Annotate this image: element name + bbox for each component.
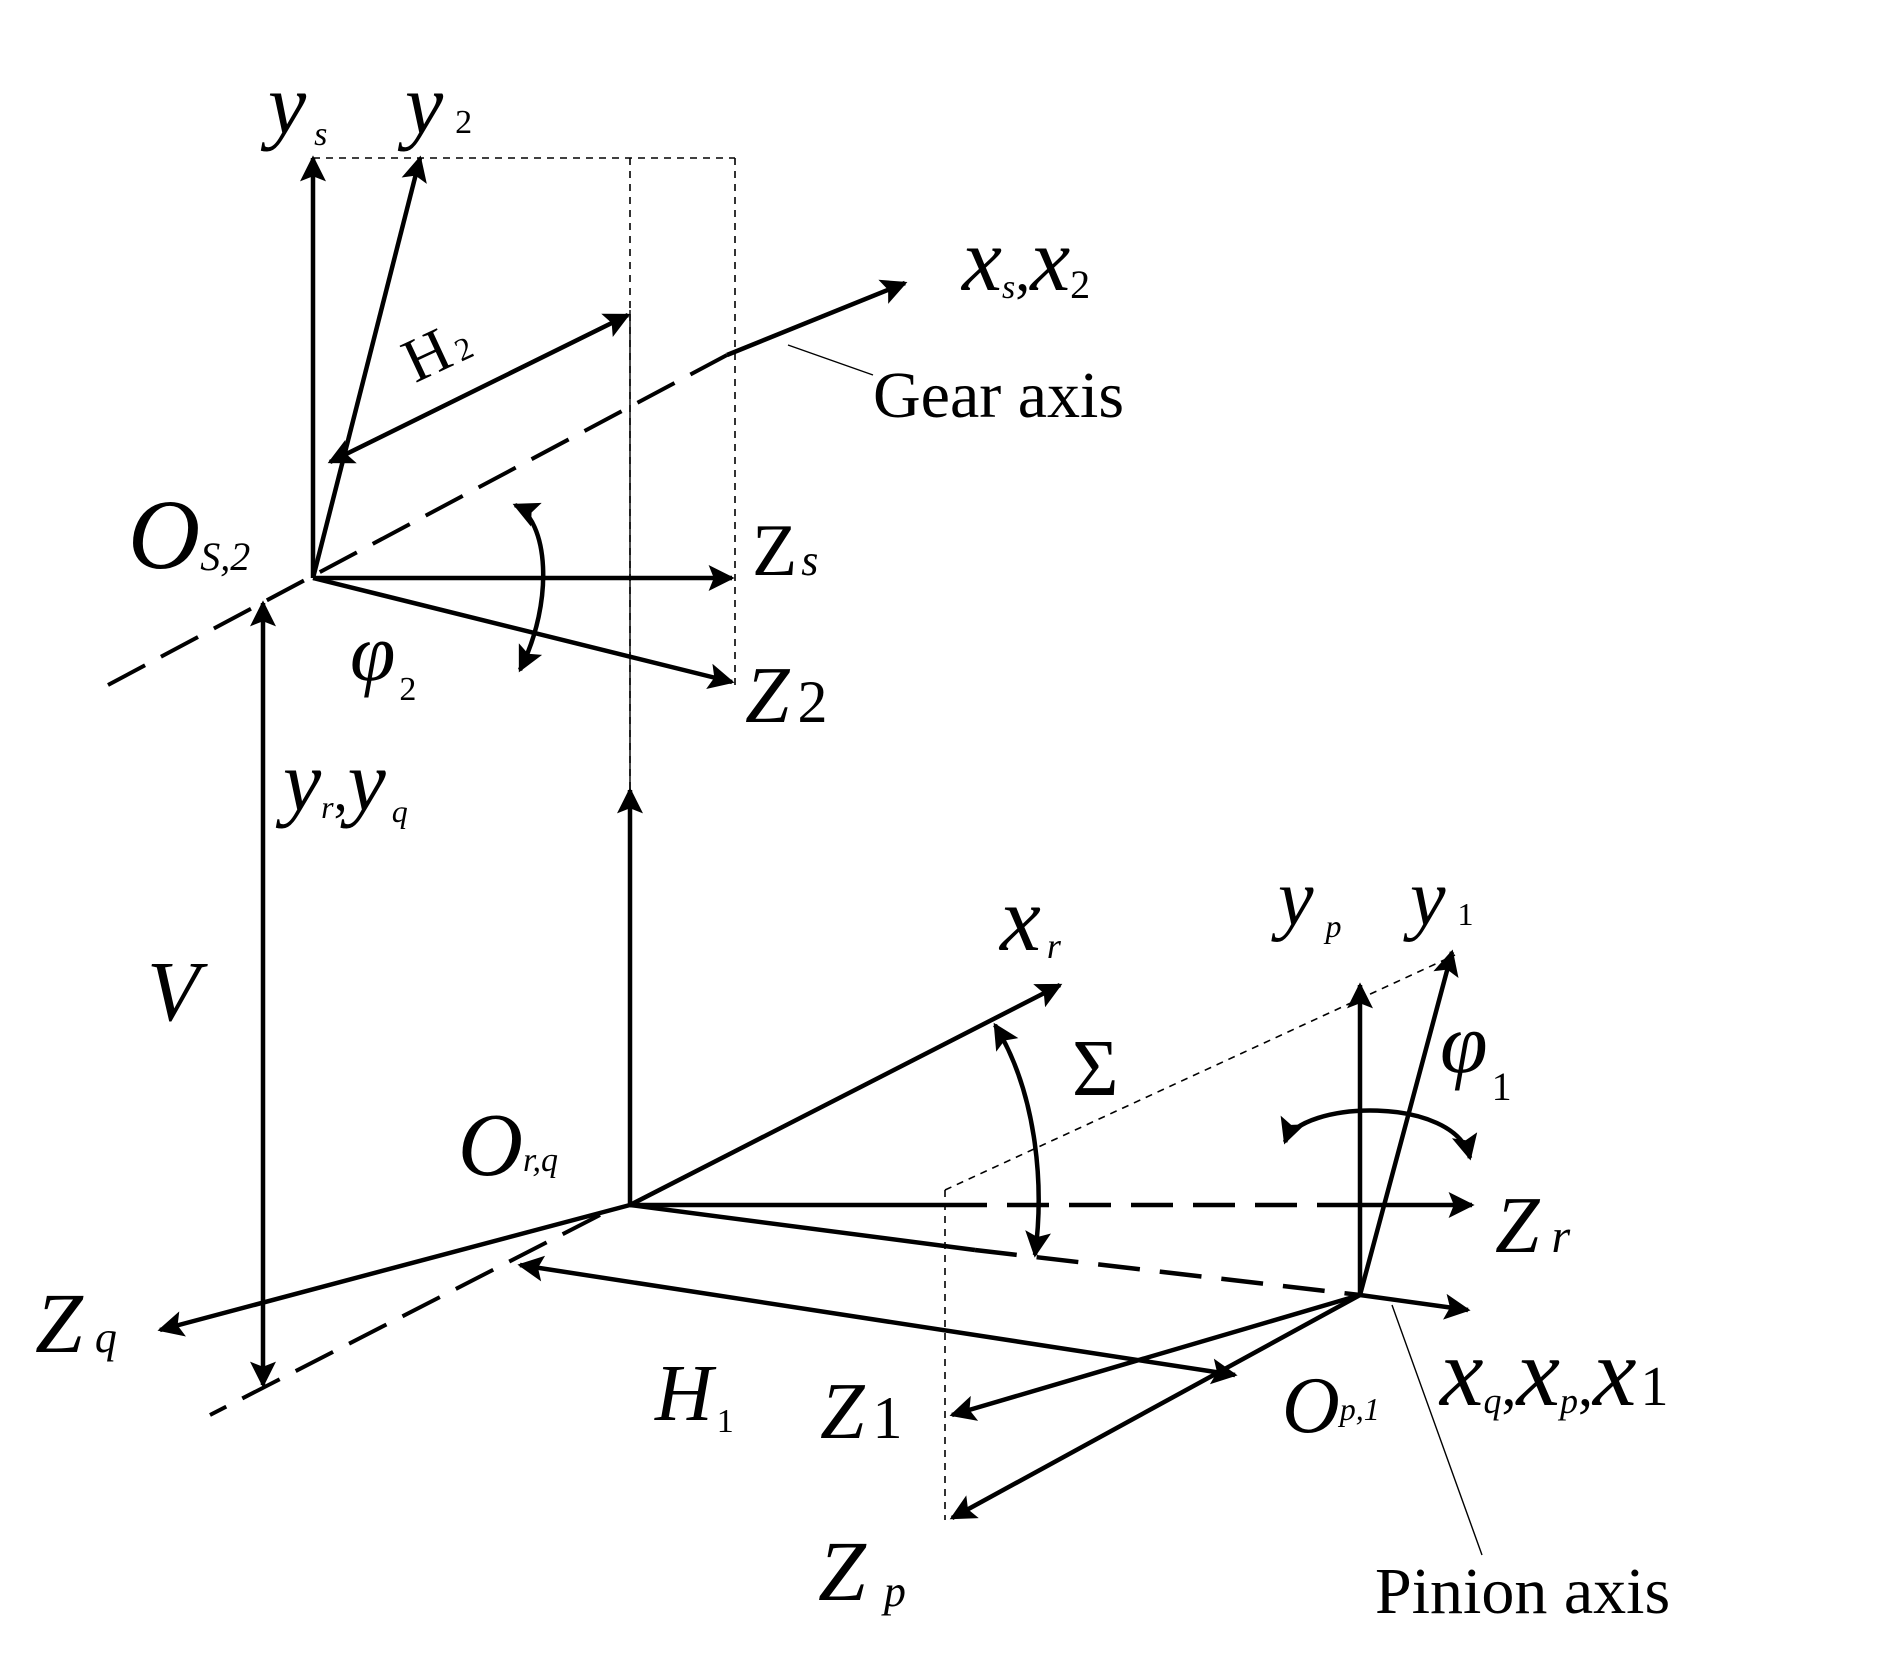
h2-label: H2: [392, 306, 481, 396]
y-2-axis-arrow: [310, 155, 427, 579]
o-p1-label: Op,1: [1282, 1362, 1380, 1450]
pinion-frame: [517, 949, 1483, 1556]
offset-line-solid: [629, 1202, 976, 1253]
pinion-axis-dashed: [209, 1213, 601, 1417]
gear-axis-label: Gear axis: [873, 359, 1124, 432]
z-s-label: Zs: [752, 510, 818, 592]
h2-distance-arrow: [327, 312, 631, 465]
pinion-construction-lines: [944, 954, 1456, 1520]
gear-axis-leader: [787, 344, 874, 376]
z-p-axis-arrow: [949, 1293, 1362, 1520]
x-s-x-2-axis-arrow: [726, 279, 908, 358]
phi-1-rotation-arrow: [1280, 1108, 1478, 1161]
o-s2-label: OS,2: [128, 479, 250, 590]
phi-2-rotation-arrow: [512, 502, 546, 673]
offset-line-dashed: [974, 1247, 1361, 1298]
gear-axis-dashed: [107, 353, 728, 687]
o-rq-label: Or,q: [458, 1096, 558, 1195]
gear-frame: [107, 155, 908, 790]
z-q-axis-arrow: [157, 1202, 631, 1337]
reference-frame: [157, 787, 1475, 1520]
x-s-x-2-label: xs,x2: [960, 211, 1090, 310]
z-1-axis-arrow: [949, 1292, 1361, 1421]
x-q-x-p-x-1-axis-arrow: [1359, 1292, 1471, 1320]
x-r-axis-arrow: [628, 982, 1063, 1208]
h1-distance-arrow: [517, 1255, 1238, 1385]
v-label: V: [147, 943, 208, 1039]
sigma-label: Σ: [1072, 1025, 1119, 1113]
sigma-angle-arrow: [993, 1022, 1051, 1258]
x-q-x-p-x-1-label: xq,xp,x1: [1438, 1319, 1669, 1427]
pinion-axis-leader: [1391, 1304, 1483, 1556]
pinion-axis-label: Pinion axis: [1375, 1555, 1670, 1628]
